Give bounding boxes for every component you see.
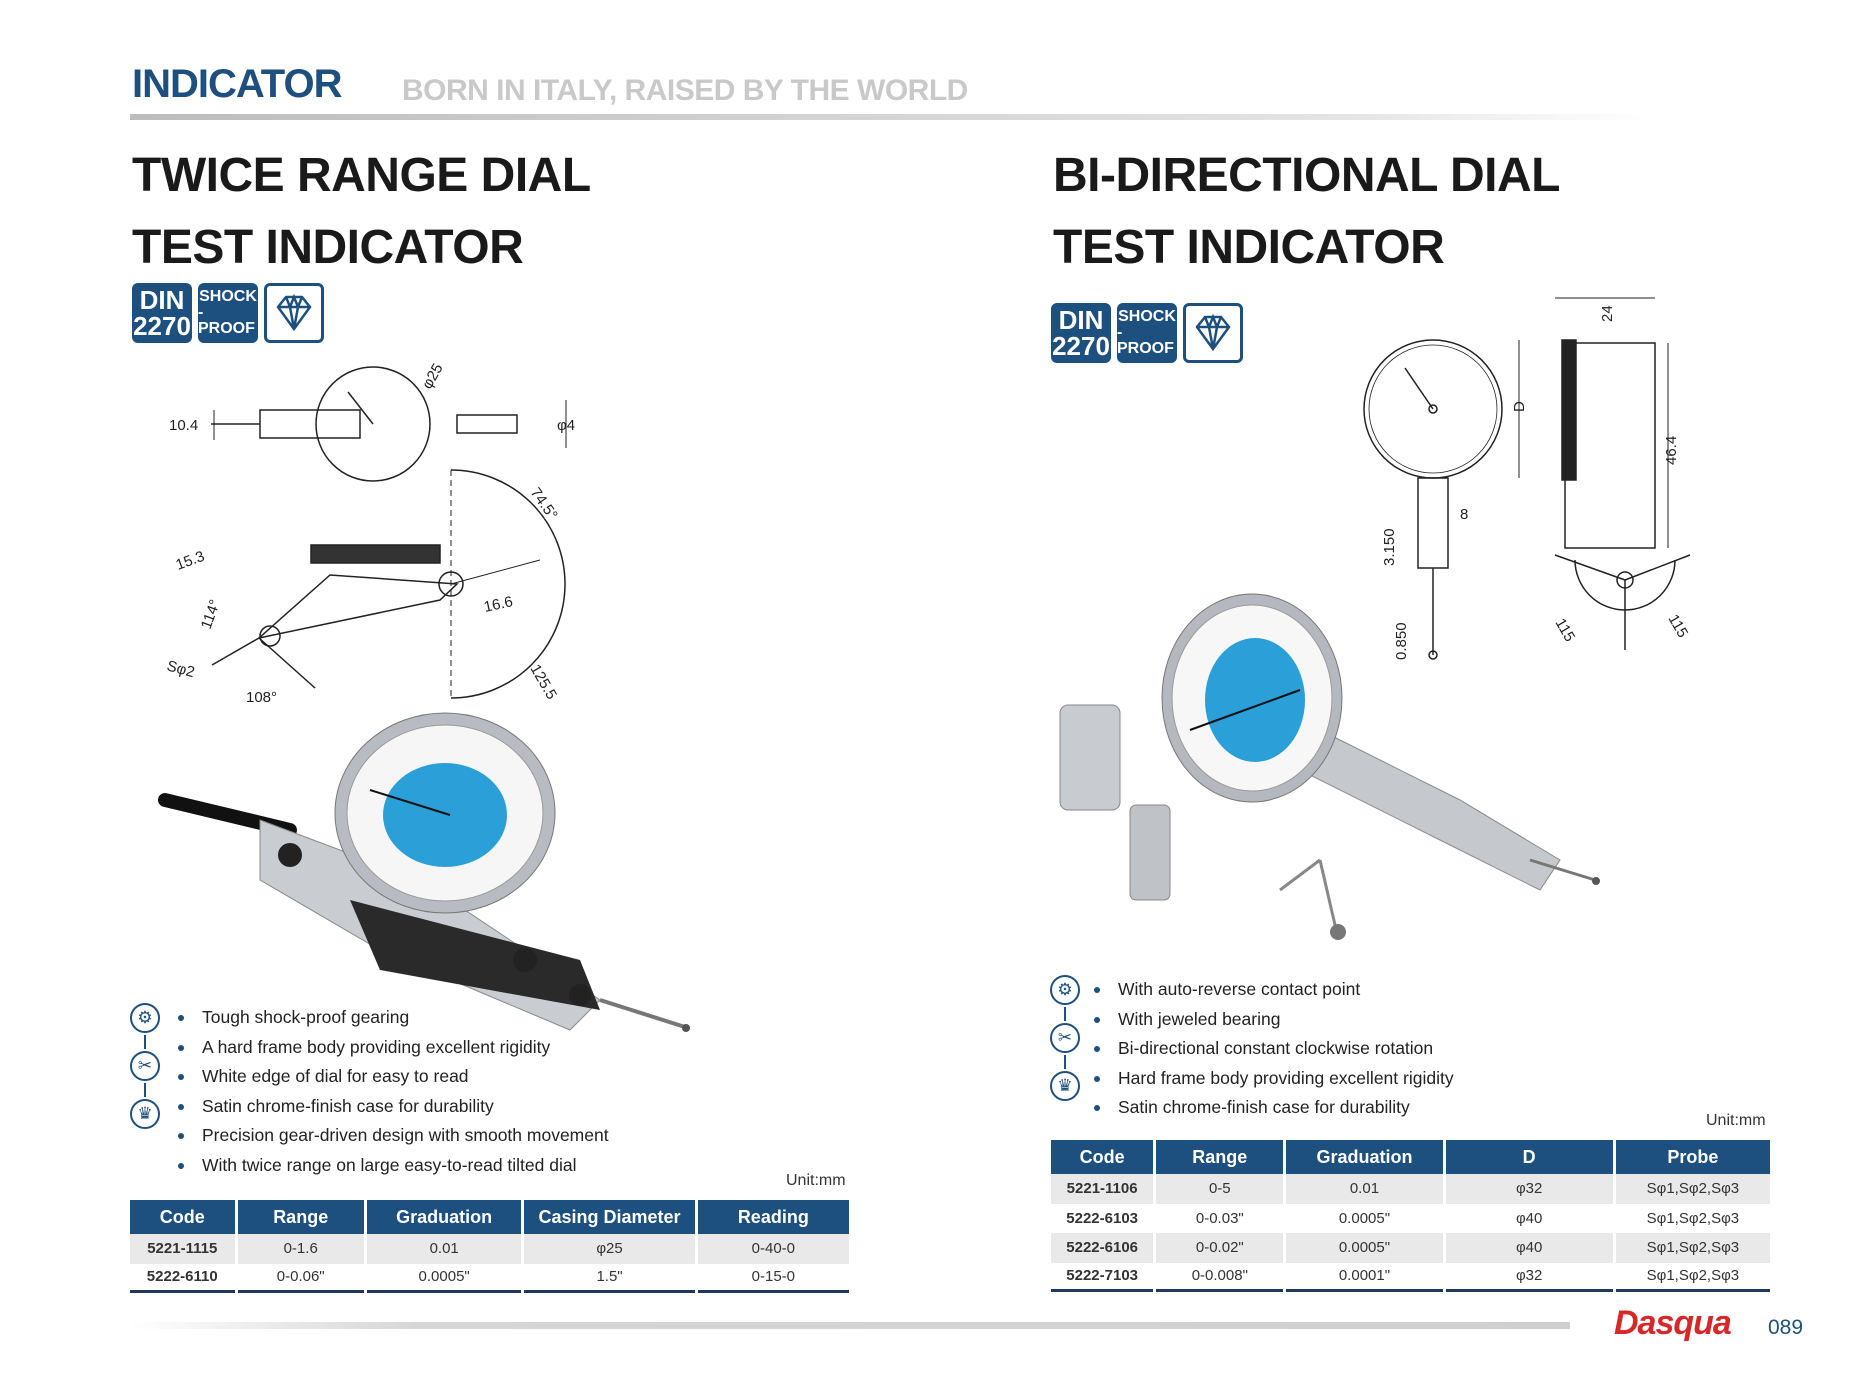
right-feature-icons: ⚙ ✂ ♛ bbox=[1050, 975, 1080, 1101]
tools-icon: ✂ bbox=[130, 1051, 160, 1081]
feature-item: Tough shock-proof gearing bbox=[174, 1003, 609, 1033]
left-feature-list: Tough shock-proof gearing A hard frame b… bbox=[174, 1003, 609, 1181]
dim-phi25: φ25 bbox=[419, 361, 447, 392]
feature-item: With twice range on large easy-to-read t… bbox=[174, 1151, 609, 1181]
dim-108: 108° bbox=[246, 689, 277, 706]
left-product-title: TWICE RANGE DIAL TEST INDICATOR bbox=[132, 140, 591, 284]
right-title-line1: BI-DIRECTIONAL DIAL bbox=[1053, 149, 1560, 202]
feature-item: Bi-directional constant clockwise rotati… bbox=[1090, 1034, 1454, 1064]
dim-sphi2: Sφ2 bbox=[165, 657, 197, 681]
gear-icon: ⚙ bbox=[1050, 975, 1080, 1005]
table-header-row: Code Range Graduation Casing Diameter Re… bbox=[130, 1200, 849, 1234]
page-number: 089 bbox=[1768, 1316, 1804, 1339]
dim-24: 24 bbox=[1599, 305, 1616, 322]
dim-114: 114° bbox=[198, 597, 224, 631]
right-product-photo bbox=[1059, 593, 1600, 940]
left-side-diagram bbox=[211, 469, 566, 699]
right-product-title: BI-DIRECTIONAL DIAL TEST INDICATOR bbox=[1053, 140, 1560, 284]
dim-3-150: 3.150 bbox=[1381, 528, 1398, 566]
dim-d: D bbox=[1511, 401, 1528, 412]
dim-15-3: 15.3 bbox=[174, 548, 207, 574]
dim-phi4: φ4 bbox=[557, 417, 575, 434]
dim-8: 8 bbox=[1460, 506, 1468, 523]
feature-item: Precision gear-driven design with smooth… bbox=[174, 1121, 609, 1151]
trophy-icon: ♛ bbox=[1050, 1071, 1080, 1101]
left-unit-label: Unit:mm bbox=[786, 1172, 846, 1189]
right-unit-label: Unit:mm bbox=[1706, 1112, 1766, 1129]
left-feature-icons: ⚙ ✂ ♛ bbox=[130, 1003, 160, 1129]
left-title-line1: TWICE RANGE DIAL bbox=[132, 149, 591, 202]
dim-16-6: 16.6 bbox=[482, 593, 514, 616]
footer-divider bbox=[130, 1322, 1570, 1329]
dim-115-left: 115 bbox=[1552, 616, 1579, 645]
right-title-line2: TEST INDICATOR bbox=[1053, 221, 1445, 274]
dim-46-4: 46.4 bbox=[1663, 436, 1680, 465]
slogan: BORN IN ITALY, RAISED BY THE WORLD bbox=[402, 74, 968, 107]
left-title-line2: TEST INDICATOR bbox=[132, 221, 524, 274]
feature-item: With auto-reverse contact point bbox=[1090, 975, 1454, 1005]
diamond-icon bbox=[1183, 303, 1243, 363]
dasqua-logo: Dasqua bbox=[1614, 1304, 1732, 1342]
tools-icon: ✂ bbox=[1050, 1023, 1080, 1053]
feature-item: Hard frame body providing excellent rigi… bbox=[1090, 1064, 1454, 1094]
dim-115-right: 115 bbox=[1665, 612, 1692, 641]
feature-item: A hard frame body providing excellent ri… bbox=[174, 1033, 609, 1063]
feature-item: Satin chrome-finish case for durability bbox=[1090, 1093, 1454, 1123]
dim-10-4: 10.4 bbox=[169, 417, 198, 434]
feature-item: With jeweled bearing bbox=[1090, 1005, 1454, 1035]
trophy-icon: ♛ bbox=[130, 1099, 160, 1129]
left-spec-table: Code Range Graduation Casing Diameter Re… bbox=[127, 1200, 852, 1293]
diamond-icon bbox=[264, 283, 324, 343]
section-brand: INDICATOR bbox=[132, 62, 343, 106]
table-header-row: Code Range Graduation D Probe bbox=[1051, 1140, 1770, 1174]
shockproof-badge: SHOCK-PROOF bbox=[198, 283, 258, 343]
gear-icon: ⚙ bbox=[130, 1003, 160, 1033]
dim-0-850: 0.850 bbox=[1393, 622, 1410, 660]
left-front-diagram bbox=[211, 366, 567, 482]
feature-item: Satin chrome-finish case for durability bbox=[174, 1092, 609, 1122]
shockproof-badge: SHOCK-PROOF bbox=[1117, 303, 1177, 363]
left-product-photo bbox=[158, 712, 690, 1032]
right-feature-list: With auto-reverse contact point With jew… bbox=[1090, 975, 1454, 1123]
feature-item: White edge of dial for easy to read bbox=[174, 1062, 609, 1092]
header-divider bbox=[130, 114, 1650, 120]
dim-125-5: 125.5 bbox=[527, 662, 560, 703]
right-front-diagram bbox=[1363, 297, 1691, 660]
